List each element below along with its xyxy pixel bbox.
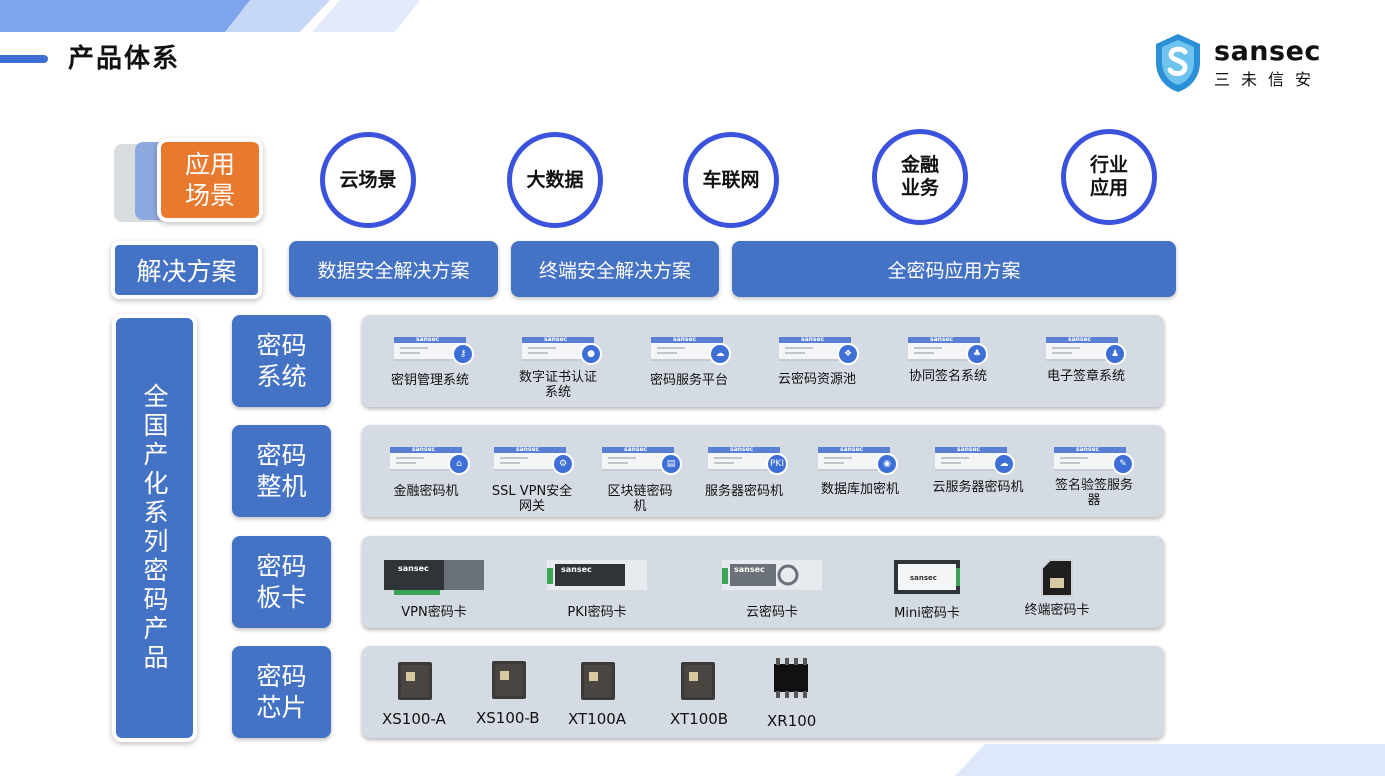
service-icon: ☁ [709,343,731,365]
pki-badge-icon: PKI [766,453,788,475]
chip-item: XS100-A [382,710,446,728]
device-icon: sansec⌂ [390,446,470,475]
solution-terminal-security: 终端安全解决方案 [511,241,719,297]
row-label-chips: 密码芯片 [232,646,331,738]
machine-item: 数据库加密机 [820,482,899,497]
soic-chip-icon [774,658,808,698]
card-item: 终端密码卡 [1024,603,1090,618]
scenario-big-data: 大数据 [507,132,603,228]
card-item: 云密码卡 [745,605,798,620]
vpn-card-icon: sansec [384,560,484,595]
solution-data-security: 数据安全解决方案 [289,241,498,297]
system-item: 电子签章系统 [1046,369,1125,384]
row-label-machines: 密码整机 [232,425,331,517]
device-icon: sansec▤ [602,446,682,475]
svg-text:sansec: sansec [910,574,937,582]
device-icon: sansec◉ [818,446,898,475]
machine-item: 区块链密码机 [607,484,673,514]
svg-text:sansec: sansec [561,565,592,574]
system-item: 数字证书认证系统 [518,370,597,400]
svg-text:sansec: sansec [734,565,765,574]
system-item: 密码服务平台 [649,373,728,388]
logo-chinese-name: 三未信安 [1214,70,1323,89]
chip-icon [398,662,432,700]
device-icon: sansec♟ [1046,336,1126,365]
svg-text:sansec: sansec [398,564,429,573]
user-cert-icon: ● [580,343,602,365]
device-icon: sansec☁ [651,336,731,365]
system-item: 协同签名系统 [908,369,987,384]
terminal-card-icon [1041,559,1073,597]
database-icon: ◉ [876,453,898,475]
device-icon: sansec✎ [1054,446,1134,475]
gateway-icon: ⚙ [552,453,574,475]
chip-icon [492,661,526,699]
chip-item: XT100B [670,710,729,728]
chip-icon [681,662,715,700]
logo-wordmark: sansec [1214,36,1321,67]
key-icon: ⚷ [452,343,474,365]
product-series-header: 全国产化系列密码产品 [112,314,197,742]
device-icon: sansec☁ [935,446,1015,475]
machine-item: SSL VPN安全网关 [491,484,573,514]
row-panel-machines: sansec⌂ 金融密码机 sansec⚙ SSL VPN安全网关 sansec… [362,425,1164,517]
sansec-logo-icon [1156,34,1200,92]
collab-sign-icon: ♣ [966,343,988,365]
cloud-server-icon: ☁ [993,453,1015,475]
row-label-systems: 密码系统 [232,315,331,407]
scenario-finance: 金融业务 [872,129,968,225]
chip-item: XS100-B [476,709,540,727]
row-label-cards: 密码板卡 [232,536,331,628]
device-icon: sansec❖ [779,336,859,365]
machine-item: 云服务器密码机 [932,480,1024,495]
machine-item: 签名验签服务器 [1054,478,1133,508]
device-icon: sansec⚷ [394,336,474,365]
scenario-cloud: 云场景 [320,132,416,228]
card-item: PKI密码卡 [567,605,627,620]
solution-full-crypto: 全密码应用方案 [732,241,1176,297]
row-panel-systems: sansec⚷ 密钥管理系统 sansec● 数字证书认证系统 sansec☁ … [362,315,1164,407]
sign-verify-icon: ✎ [1112,453,1134,475]
chip-item: XT100A [568,710,627,728]
blockchain-icon: ▤ [660,453,682,475]
mini-card-icon: sansec [894,560,960,594]
seal-icon: ♟ [1104,343,1126,365]
resource-pool-icon: ❖ [837,343,859,365]
scenarios-header: 应用场景 [157,138,263,222]
machine-item: 金融密码机 [393,484,459,499]
title-accent-bar [0,55,48,63]
bank-icon: ⌂ [448,453,470,475]
device-icon: sansec⚙ [494,446,574,475]
page-title: 产品体系 [68,44,181,74]
scenario-iov: 车联网 [683,132,779,228]
pki-card-icon: sansec [547,560,647,590]
chip-item: XR100 [767,712,817,730]
cloud-card-icon: sansec [722,560,822,590]
machine-item: 服务器密码机 [704,484,783,499]
system-item: 云密码资源池 [777,372,856,387]
solutions-header: 解决方案 [111,241,262,299]
card-item: Mini密码卡 [894,606,960,621]
bottom-right-decoration [955,744,1385,776]
device-icon: sansec● [522,336,602,365]
top-left-decoration [0,0,420,32]
row-panel-chips: XS100-A XS100-B XT100A XT100B XR100 [362,646,1164,738]
system-item: 密钥管理系统 [390,373,469,388]
device-icon: sansec♣ [908,336,988,365]
card-item: VPN密码卡 [401,605,467,620]
row-panel-cards: sansec VPN密码卡 sansec PKI密码卡 sansec 云密码卡 … [362,536,1164,628]
scenario-industry: 行业应用 [1061,129,1157,225]
chip-icon [581,662,615,700]
